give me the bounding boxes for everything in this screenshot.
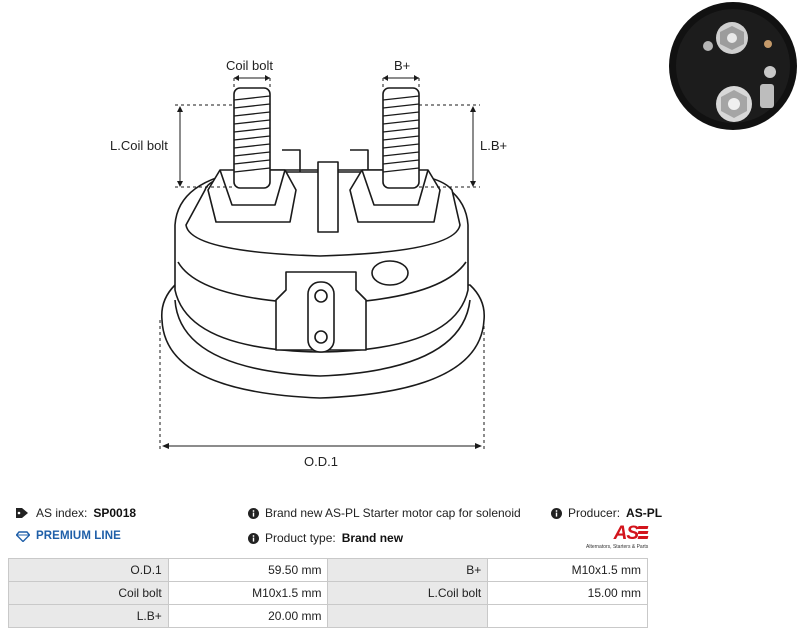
coil-bolt-label: Coil bolt [226, 58, 273, 73]
spec-label: L.Coil bolt [327, 581, 489, 605]
spec-label [327, 604, 489, 628]
as-index-value: SP0018 [93, 506, 137, 520]
spec-value: M10x1.5 mm [167, 581, 329, 605]
l-coil-bolt-label: L.Coil bolt [110, 138, 168, 153]
producer-row: Producer: AS-PL [551, 506, 662, 520]
spec-value: 15.00 mm [487, 581, 648, 605]
tag-icon [16, 507, 30, 519]
spec-value: 59.50 mm [167, 558, 329, 582]
spec-label: Coil bolt [8, 581, 169, 605]
info-icon [248, 532, 259, 544]
l-b-plus-label: L.B+ [480, 138, 507, 153]
table-row: Coil bolt M10x1.5 mm L.Coil bolt 15.00 m… [8, 581, 648, 605]
logo-mark: AS [613, 523, 639, 544]
product-photo [662, 0, 800, 132]
description-row: Brand new AS-PL Starter motor cap for so… [248, 506, 521, 520]
producer-label: Producer: [568, 506, 621, 520]
spec-label: L.B+ [8, 604, 169, 628]
logo-stripes [637, 526, 649, 540]
premium-line-row: PREMIUM LINE [16, 530, 121, 542]
spec-table: O.D.1 59.50 mm B+ M10x1.5 mm Coil bolt M… [8, 558, 648, 628]
table-row: O.D.1 59.50 mm B+ M10x1.5 mm [8, 558, 648, 582]
spec-value [487, 604, 648, 628]
od1-label: O.D.1 [304, 454, 338, 469]
description-text: Brand new AS-PL Starter motor cap for so… [265, 506, 521, 520]
as-index-row: AS index: SP0018 [16, 506, 136, 520]
spec-value: 20.00 mm [167, 604, 329, 628]
logo-tagline: Alternators, Starters & Parts [586, 544, 649, 550]
as-index-label: AS index: [36, 506, 88, 520]
info-icon [248, 507, 259, 519]
product-type-label: Product type: [265, 531, 336, 545]
product-type-value: Brand new [341, 531, 404, 545]
b-plus-label: B+ [394, 58, 410, 73]
as-pl-logo: AS Alternators, Starters & Parts [586, 523, 652, 553]
spec-value: M10x1.5 mm [487, 558, 648, 582]
info-icon [551, 507, 562, 519]
spec-label: B+ [327, 558, 489, 582]
producer-value: AS-PL [626, 506, 663, 520]
technical-drawing: Coil bolt B+ L.Coil bolt L.B+ O.D.1 [110, 58, 507, 469]
diamond-icon [16, 530, 30, 542]
table-row: L.B+ 20.00 mm [8, 604, 648, 628]
spec-label: O.D.1 [8, 558, 169, 582]
product-type-row: Product type: Brand new [248, 531, 403, 545]
premium-line-label: PREMIUM LINE [36, 530, 121, 542]
